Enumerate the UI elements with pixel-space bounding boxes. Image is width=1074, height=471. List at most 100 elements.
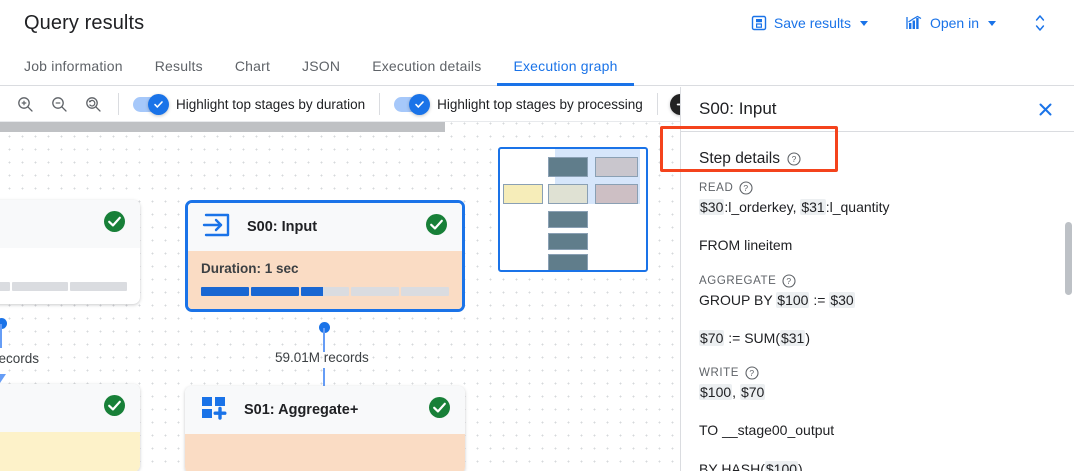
canvas-horizontal-scrollbar[interactable] <box>0 122 445 132</box>
duration-segment <box>201 287 249 296</box>
section-kicker-read: READ ? <box>699 181 1056 195</box>
close-button[interactable] <box>1032 96 1058 122</box>
minimap-block <box>503 184 543 204</box>
minus-icon <box>676 103 680 105</box>
duration-segment <box>0 282 10 291</box>
tab-results[interactable]: Results <box>154 58 203 74</box>
aggregate-group-by: GROUP BY $100 := $30 <box>699 291 855 308</box>
input-arrow-icon <box>202 210 232 245</box>
help-circle-icon[interactable]: ? <box>787 152 801 166</box>
node-body: Duration: 1 sec <box>188 251 462 309</box>
expand-collapse-button[interactable] <box>1026 9 1054 37</box>
minimap-block <box>548 211 588 228</box>
help-circle-icon[interactable]: ? <box>739 181 753 195</box>
tab-bar: Job information Results Chart JSON Execu… <box>0 46 1074 86</box>
toggle-switch-processing[interactable] <box>394 93 431 115</box>
node-duration-s00: Duration: 1 sec <box>201 261 299 276</box>
panel-scrollbar-thumb[interactable] <box>1065 222 1072 295</box>
graph-node-s00-input[interactable]: S00: Input Duration: 1 sec <box>185 200 465 312</box>
chevron-down-icon <box>988 20 996 26</box>
edge-label-left: records <box>0 351 40 366</box>
panel-header: S00: Input <box>681 87 1074 131</box>
minimap-block <box>548 157 588 177</box>
duration-bar <box>0 282 128 291</box>
check-icon <box>415 100 424 108</box>
node-title-s00: S00: Input <box>247 219 318 235</box>
zoom-reset-button[interactable] <box>82 93 104 115</box>
toggle-label-processing: Highlight top stages by processing <box>437 96 643 112</box>
toggle-switch-third[interactable] <box>669 93 680 115</box>
help-circle-icon[interactable]: ? <box>782 274 796 288</box>
write-columns: $100, $70 <box>699 384 766 401</box>
zoom-out-button[interactable] <box>48 93 70 115</box>
toggle-switch-duration[interactable] <box>133 93 169 115</box>
tab-chart[interactable]: Chart <box>234 58 271 74</box>
toggle-highlight-processing[interactable]: Highlight top stages by processing <box>394 93 643 115</box>
duration-segment <box>70 282 128 291</box>
node-body <box>0 248 140 304</box>
graph-minimap[interactable] <box>498 147 648 272</box>
node-body <box>0 432 140 471</box>
check-circle-icon <box>103 394 126 422</box>
step-details-panel: S00: Input Step details ? READ ? <box>680 87 1074 471</box>
zoom-in-icon <box>17 96 33 112</box>
save-results-label: Save results <box>773 15 851 31</box>
duration-segment <box>351 287 399 296</box>
step-details-heading: Step details ? <box>699 132 1056 181</box>
save-results-button[interactable]: Save results <box>743 9 876 37</box>
graph-node-partial-top[interactable] <box>0 200 140 304</box>
panel-body: Step details ? READ ? $30:l_orderkey, $3… <box>681 132 1074 471</box>
write-by-hash: BY HASH($100) <box>699 459 1056 471</box>
tab-execution-graph[interactable]: Execution graph <box>497 58 634 86</box>
read-columns: $30:l_orderkey, $31:l_quantity <box>699 199 890 215</box>
page-title: Query results <box>24 11 145 34</box>
minimap-block <box>595 157 638 177</box>
edge-line <box>323 328 325 352</box>
kicker-label-aggregate: AGGREGATE <box>699 274 777 287</box>
chevron-down-icon <box>859 20 868 26</box>
toolbar-divider <box>379 93 381 115</box>
header-actions: Save results Open in <box>743 9 1060 37</box>
graph-node-s01-aggregate[interactable]: S01: Aggregate+ <box>185 386 465 471</box>
duration-bar <box>201 287 449 296</box>
panel-divider <box>681 131 1074 132</box>
toggle-knob <box>409 93 431 115</box>
check-circle-icon <box>425 213 448 241</box>
node-header: S01: Aggregate+ <box>185 386 465 434</box>
section-kicker-write: WRITE ? <box>699 366 1056 380</box>
node-output-port <box>0 318 7 329</box>
help-circle-icon[interactable]: ? <box>745 366 759 380</box>
zoom-out-icon <box>51 96 67 112</box>
duration-segment <box>301 287 349 296</box>
svg-text:?: ? <box>749 368 754 378</box>
check-icon <box>154 100 163 108</box>
tab-execution-details[interactable]: Execution details <box>372 58 482 74</box>
chart-bar-icon <box>906 15 923 31</box>
open-in-button[interactable]: Open in <box>898 9 1004 37</box>
step-details-label: Step details <box>699 150 780 167</box>
node-header: S00: Input <box>188 203 462 251</box>
panel-scrollbar[interactable] <box>1065 87 1074 471</box>
duration-segment <box>251 287 299 296</box>
tab-job-information[interactable]: Job information <box>24 58 123 74</box>
write-to: TO __stage00_output <box>699 422 835 439</box>
expand-collapse-icon <box>1035 15 1045 31</box>
aggregate-sum: $70 := SUM($31) <box>699 329 811 346</box>
svg-text:?: ? <box>744 183 749 193</box>
node-body <box>185 434 465 471</box>
edge-arrow <box>0 374 6 383</box>
edge-line <box>0 324 2 348</box>
graph-toolbar: Highlight top stages by duration Highlig… <box>0 87 680 122</box>
aggregate-plus-icon <box>199 393 229 428</box>
toggle-highlight-duration[interactable]: Highlight top stages by duration <box>133 93 366 115</box>
node-header <box>0 384 140 432</box>
tab-json[interactable]: JSON <box>302 58 341 74</box>
edge-label-records: 59.01M records <box>275 350 369 365</box>
node-header <box>0 200 140 248</box>
execution-graph-canvas[interactable]: records S00: Input <box>0 122 680 471</box>
toggle-label-duration: Highlight top stages by duration <box>176 96 366 112</box>
graph-node-partial-bottom[interactable] <box>0 384 140 471</box>
svg-text:?: ? <box>792 154 797 164</box>
zoom-in-button[interactable] <box>14 93 36 115</box>
toggle-third[interactable] <box>669 93 680 115</box>
